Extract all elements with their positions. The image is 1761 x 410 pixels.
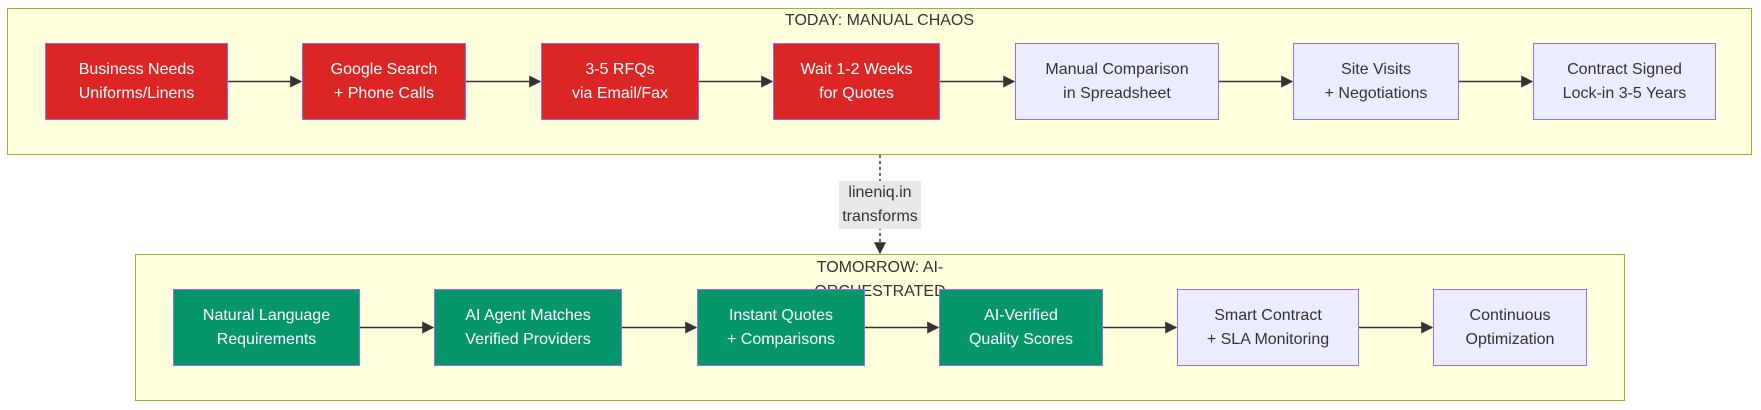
node-rfqs: 3-5 RFQs via Email/Fax xyxy=(541,43,699,120)
transition-label: lineniq.in transforms xyxy=(839,181,921,229)
node-google-search: Google Search + Phone Calls xyxy=(302,43,466,120)
node-instant-quotes: Instant Quotes + Comparisons xyxy=(697,289,865,366)
node-continuous-optimization: Continuous Optimization xyxy=(1433,289,1587,366)
today-cluster-title: TODAY: MANUAL CHAOS xyxy=(784,12,975,29)
node-business-needs: Business Needs Uniforms/Linens xyxy=(45,43,228,120)
node-natural-language: Natural Language Requirements xyxy=(173,289,360,366)
node-site-visits: Site Visits + Negotiations xyxy=(1293,43,1459,120)
node-ai-verified: AI-Verified Quality Scores xyxy=(939,289,1103,366)
node-smart-contract: Smart Contract + SLA Monitoring xyxy=(1177,289,1359,366)
node-ai-agent-matches: AI Agent Matches Verified Providers xyxy=(434,289,622,366)
node-wait-quotes: Wait 1-2 Weeks for Quotes xyxy=(773,43,940,120)
node-manual-comparison: Manual Comparison in Spreadsheet xyxy=(1015,43,1219,120)
node-contract-signed: Contract Signed Lock-in 3-5 Years xyxy=(1533,43,1716,120)
